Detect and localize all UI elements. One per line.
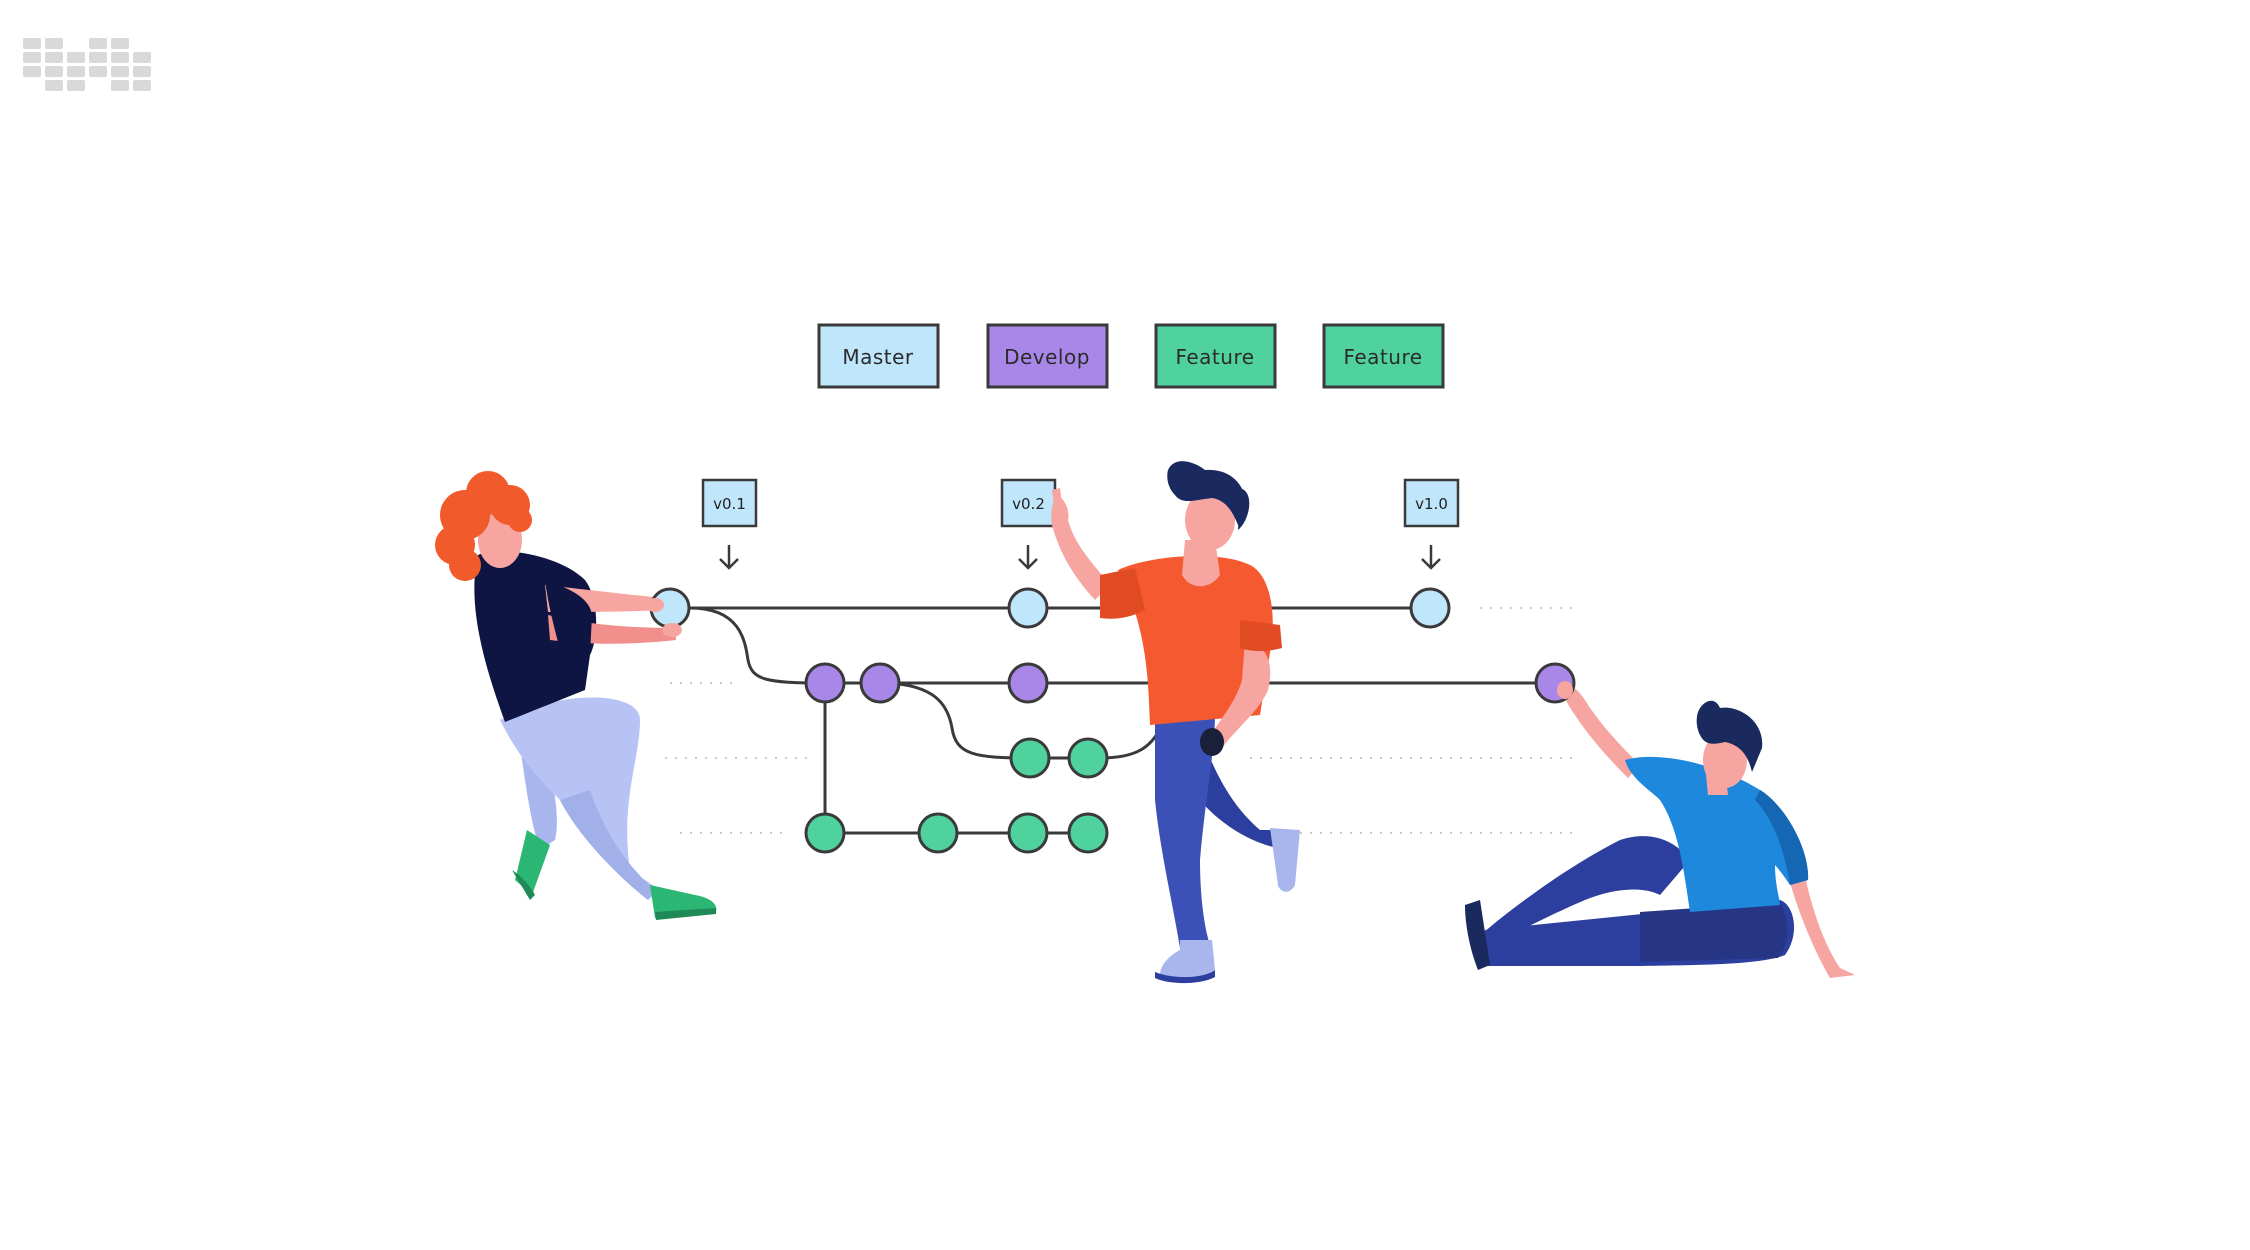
commit-feature — [804, 812, 846, 854]
commit-master — [1409, 587, 1451, 629]
tag-label: v1.0 — [1415, 495, 1448, 513]
arrow-down-icon — [719, 545, 739, 570]
tag-v0-1: v0.1 — [701, 478, 758, 570]
tag-label: v0.1 — [713, 495, 746, 513]
commits — [649, 587, 1576, 854]
commit-develop — [859, 662, 901, 704]
legend-item-develop: Develop — [986, 323, 1109, 389]
legend: Master Develop Feature Feature — [817, 323, 1445, 389]
legend-item-feature: Feature — [1322, 323, 1445, 389]
person-right-hand — [1557, 681, 1573, 699]
feature1-merge-curve — [1099, 729, 1162, 760]
legend-label: Develop — [1004, 345, 1090, 369]
tag-label: v0.2 — [1012, 495, 1045, 513]
legend-label: Feature — [1175, 345, 1254, 369]
guide-lines — [665, 607, 1580, 834]
develop-fork-curve — [689, 606, 826, 685]
tag-v0-2: v0.2 — [1000, 478, 1057, 570]
commit-feature — [1067, 737, 1109, 779]
arrow-down-icon — [1018, 545, 1038, 570]
person-left-hands — [646, 598, 682, 637]
feature1-fork-curve — [879, 681, 1031, 760]
commit-feature — [1009, 737, 1051, 779]
commit-master — [1007, 587, 1049, 629]
commit-feature — [1067, 812, 1109, 854]
legend-item-master: Master — [817, 323, 940, 389]
legend-label: Feature — [1343, 345, 1422, 369]
person-middle-illustration — [1051, 461, 1300, 984]
commit-develop — [1007, 662, 1049, 704]
tags: v0.1 v0.2 v1.0 — [701, 478, 1460, 570]
commit-feature — [917, 812, 959, 854]
legend-item-feature: Feature — [1154, 323, 1277, 389]
person-left-illustration — [435, 471, 717, 920]
person-right-illustration — [1465, 685, 1855, 978]
legend-label: Master — [842, 345, 914, 369]
arrow-down-icon — [1421, 545, 1441, 570]
commit-feature — [1007, 812, 1049, 854]
commit-develop — [804, 662, 846, 704]
logo-icon — [23, 38, 151, 91]
branch-lines — [670, 606, 1555, 835]
tag-v1-0: v1.0 — [1403, 478, 1460, 570]
